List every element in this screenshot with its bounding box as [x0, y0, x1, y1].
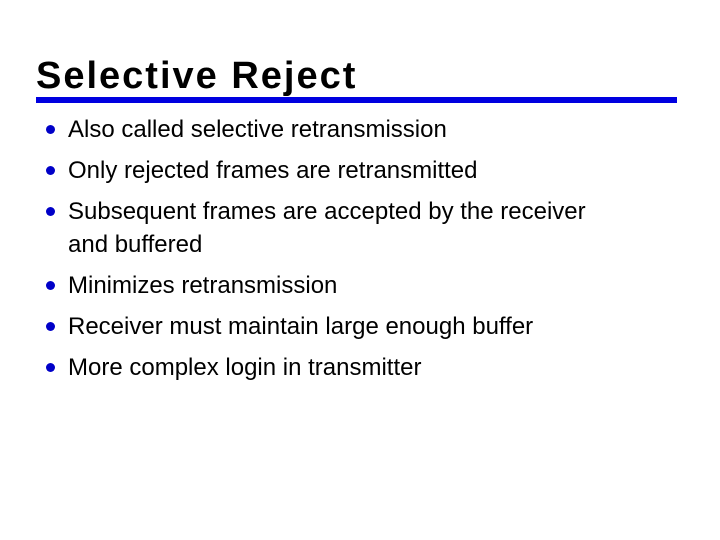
- bullet-icon: [46, 363, 55, 372]
- bullet-item: Receiver must maintain large enough buff…: [36, 310, 684, 343]
- bullet-item: Minimizes retransmission: [36, 269, 684, 302]
- bullet-text: Minimizes retransmission: [68, 272, 338, 299]
- bullet-item: Subsequent frames are accepted by the re…: [36, 195, 684, 261]
- bullet-text-line-1: Subsequent frames are accepted by the re…: [68, 198, 586, 225]
- bullet-text: Only rejected frames are retransmitted: [68, 157, 478, 184]
- bullet-item: More complex login in transmitter: [36, 351, 684, 384]
- bullet-text: Also called selective retransmission: [68, 116, 447, 143]
- bullet-icon: [46, 166, 55, 175]
- title-underline-rule: [36, 97, 677, 103]
- bullet-text-line-2: and buffered: [68, 231, 203, 258]
- bullet-icon: [46, 125, 55, 134]
- slide-title: Selective Reject: [36, 55, 358, 97]
- bullet-item: Also called selective retransmission: [36, 113, 684, 146]
- bullet-text: More complex login in transmitter: [68, 354, 422, 381]
- bullet-item: Only rejected frames are retransmitted: [36, 154, 684, 187]
- bullet-text: Receiver must maintain large enough buff…: [68, 313, 534, 340]
- bullet-icon: [46, 281, 55, 290]
- bullet-icon: [46, 322, 55, 331]
- bullet-list: Also called selective retransmission Onl…: [36, 113, 684, 392]
- bullet-icon: [46, 207, 55, 216]
